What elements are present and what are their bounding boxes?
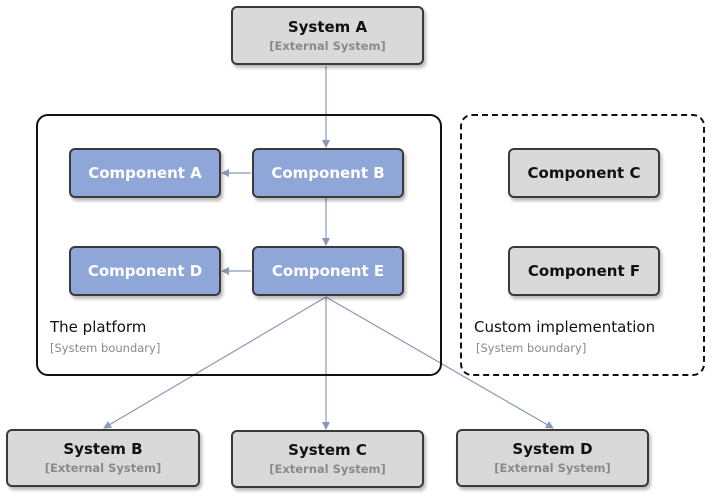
component-d-node[interactable]: Component D: [69, 246, 221, 296]
component-c-label: Component C: [527, 164, 641, 182]
component-b-label: Component B: [271, 164, 385, 182]
system-c-node[interactable]: System C [External System]: [231, 430, 424, 488]
system-a-name: System A: [287, 17, 368, 36]
system-d-type: [External System]: [494, 461, 611, 475]
component-e-node[interactable]: Component E: [252, 246, 404, 296]
system-b-node[interactable]: System B [External System]: [6, 429, 200, 487]
custom-boundary-type: [System boundary]: [476, 341, 587, 355]
component-d-label: Component D: [87, 262, 203, 280]
system-c-type: [External System]: [269, 462, 386, 476]
platform-boundary-label: The platform: [50, 318, 147, 336]
system-d-node[interactable]: System D [External System]: [456, 429, 649, 487]
platform-boundary: [36, 114, 442, 376]
system-b-type: [External System]: [44, 461, 162, 475]
arrow-component-e-to-system-d: [325, 296, 554, 429]
custom-boundary-label: Custom implementation: [474, 318, 656, 336]
component-a-node[interactable]: Component A: [69, 148, 221, 198]
component-e-label: Component E: [271, 262, 385, 280]
system-b-name: System B: [63, 440, 143, 458]
component-f-node[interactable]: Component F: [508, 246, 660, 296]
system-a-type: [External System]: [269, 38, 386, 53]
system-c-name: System C: [288, 441, 367, 459]
custom-implementation-boundary: [460, 114, 705, 376]
component-a-label: Component A: [88, 164, 202, 182]
system-a-node[interactable]: System A [External System]: [231, 6, 424, 65]
component-c-node[interactable]: Component C: [508, 148, 660, 198]
component-f-label: Component F: [527, 262, 641, 280]
platform-boundary-type: [System boundary]: [50, 341, 161, 355]
system-d-name: System D: [512, 440, 593, 458]
arrow-component-e-to-system-b: [103, 296, 327, 429]
component-b-node[interactable]: Component B: [252, 148, 404, 198]
